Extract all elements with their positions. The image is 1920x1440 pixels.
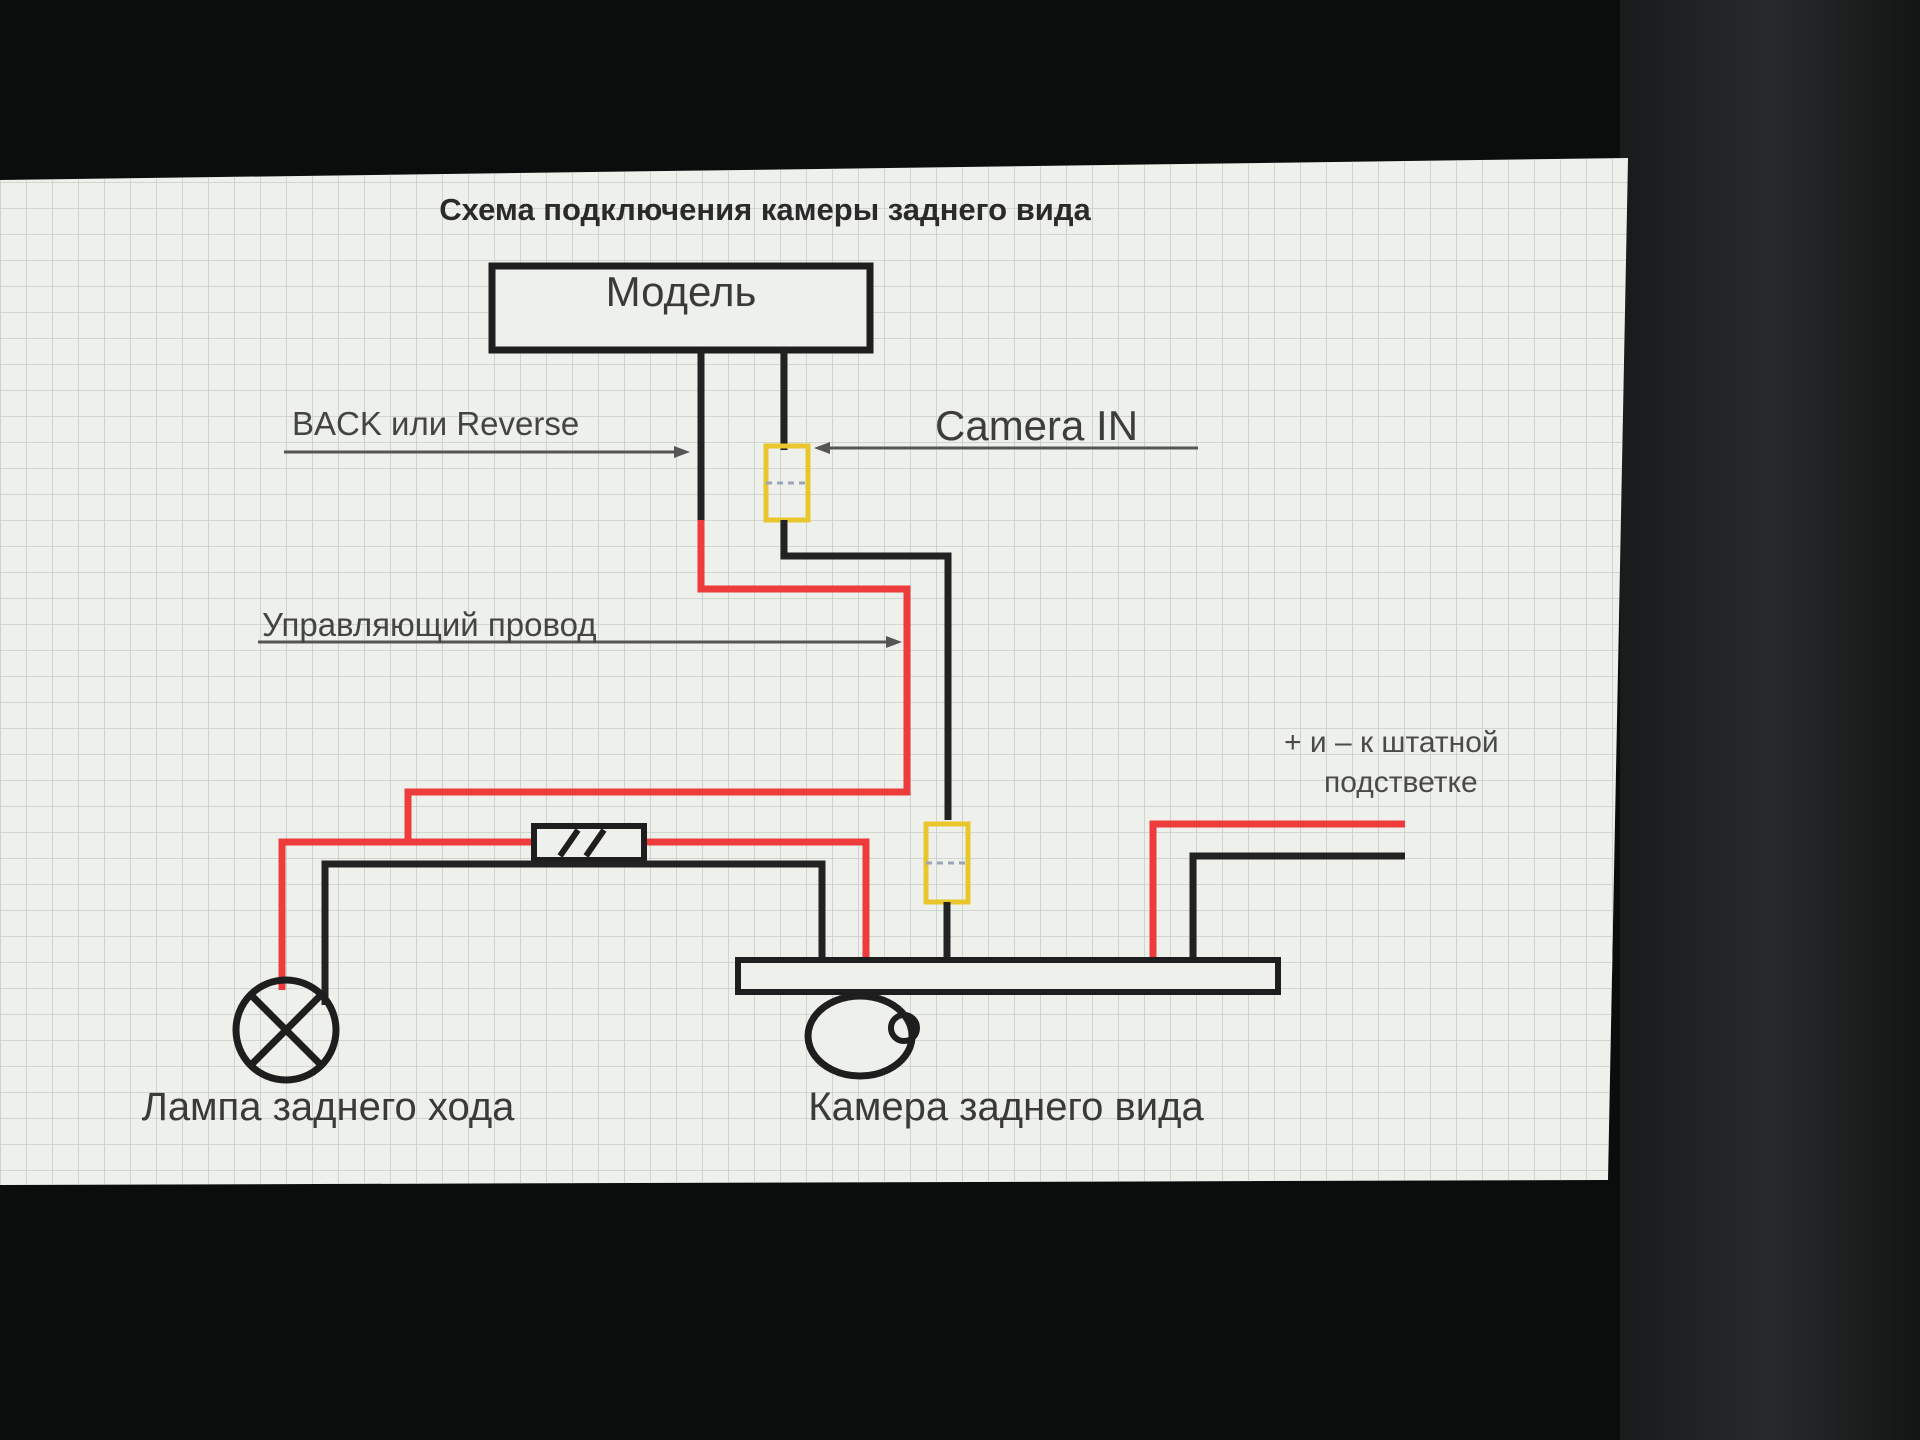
control-wire-arrow xyxy=(886,636,902,648)
diagram-title: Схема подключения камеры заднего вида xyxy=(439,192,1091,227)
camera-in-label: Camera IN xyxy=(935,402,1138,449)
back-label: BACK или Reverse xyxy=(292,405,579,442)
camera-in-wire xyxy=(780,520,952,820)
control-wire xyxy=(404,520,911,840)
lamp-plus-wire xyxy=(278,838,534,990)
backlight-note-line2: подстветке xyxy=(1324,766,1478,799)
back-label-arrow xyxy=(674,446,690,458)
control-wire-label: Управляющий провод xyxy=(262,606,597,643)
lamp-label: Лампа заднего хода xyxy=(142,1085,516,1129)
inline-fuse-icon xyxy=(531,823,647,863)
backlight-note-line1: + и – к штатной xyxy=(1284,726,1499,759)
model-box xyxy=(488,262,874,354)
model-box-label: Модель xyxy=(606,268,757,315)
paper-grid xyxy=(0,158,1628,1185)
background-glow xyxy=(1620,0,1920,1440)
camera-in-arrow xyxy=(814,442,830,454)
camera-plus-wire xyxy=(644,838,870,960)
backlight-plus-wire xyxy=(1149,820,1405,958)
camera-body xyxy=(735,957,1281,995)
camera-lens-icon xyxy=(804,992,920,1080)
lamp-cross-icon xyxy=(232,976,340,1084)
camera-label: Камера заднего вида xyxy=(808,1085,1204,1129)
backlight-minus-wire xyxy=(1189,852,1405,958)
lamp-ground-wire xyxy=(321,860,826,1005)
